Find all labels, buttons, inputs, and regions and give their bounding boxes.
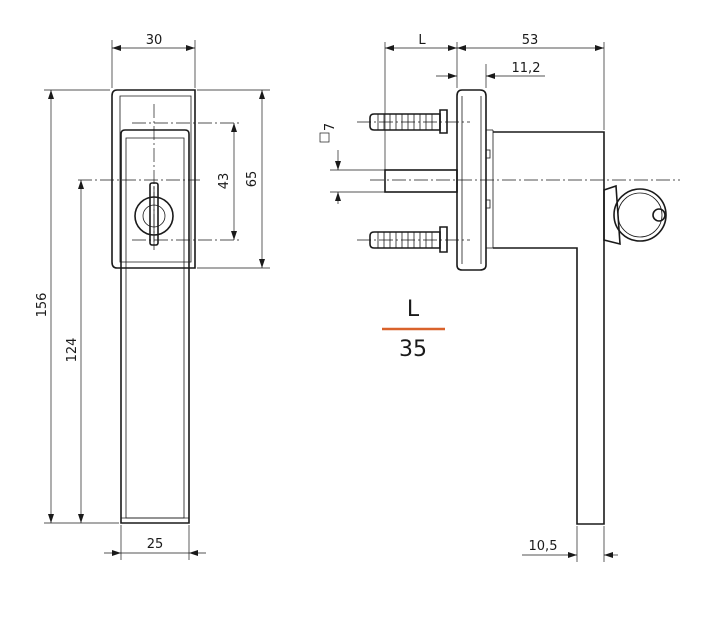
dim-width-top: 30	[146, 33, 163, 48]
dim-rose-thickness: 11,2	[512, 61, 541, 76]
dim-length-l: L	[418, 33, 426, 48]
key-head-outer	[613, 188, 667, 242]
key-head-inner	[617, 192, 663, 238]
table-header: L	[407, 297, 420, 322]
front-view: 30 25 156 124 43 65	[35, 33, 270, 560]
side-view: L 53 11,2 7 10,5	[319, 33, 680, 562]
rose-outline	[111, 89, 196, 269]
length-table: L 35	[382, 297, 445, 362]
dim-depth: 53	[522, 33, 539, 48]
rose-plate	[456, 89, 487, 271]
lever-inner-line	[125, 137, 185, 519]
screw-top	[369, 109, 448, 134]
dim-spindle-spacing: 43	[217, 173, 232, 190]
rose-inner-outline	[119, 95, 192, 263]
dim-square-spindle: 7	[323, 123, 338, 131]
dim-grip-thickness: 10,5	[529, 539, 558, 554]
dim-rose-height: 65	[245, 171, 260, 188]
dim-lower-height: 124	[65, 338, 80, 363]
dim-total-height: 156	[35, 293, 50, 318]
dim-width-bottom: 25	[147, 537, 164, 552]
lever-outline	[120, 129, 190, 524]
lever-profile	[493, 131, 605, 525]
screw-bottom	[369, 226, 448, 253]
key-cylinder-body	[603, 184, 621, 246]
table-value: 35	[399, 337, 427, 362]
square-spindle	[384, 169, 458, 193]
square-symbol	[319, 132, 330, 143]
key-hole	[652, 208, 666, 222]
